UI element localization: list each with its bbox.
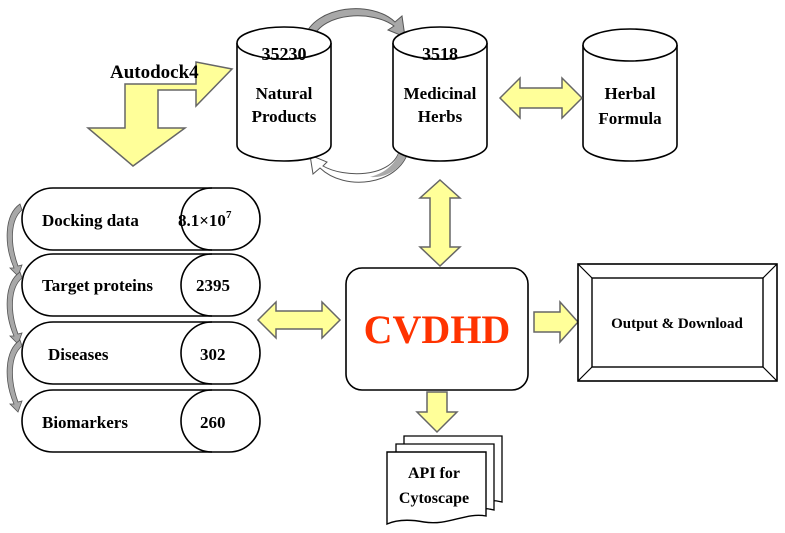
medicinal-herbs-count: 3518: [422, 44, 458, 64]
record-biomarkers-label: Biomarkers: [42, 413, 128, 432]
arrow-herbs-formula: [498, 76, 584, 120]
connector-arrow-2: [6, 271, 23, 345]
autodock-arrow: [85, 61, 234, 167]
record-target-proteins: Target proteins 2395: [21, 253, 261, 317]
cylinder-natural-products: 35230 Natural Products: [236, 26, 332, 162]
cvdhd-box: CVDHD: [345, 267, 529, 391]
autodock-label: Autodock4: [110, 62, 199, 83]
record-diseases-label: Diseases: [48, 345, 109, 364]
connector-arrow-1: [6, 203, 23, 277]
record-biomarkers-count: 260: [200, 413, 226, 432]
cylinder-medicinal-herbs: 3518 Medicinal Herbs: [392, 26, 488, 162]
arrow-cvdhd-api: [415, 391, 459, 434]
record-docking-data-exponent: 7: [226, 209, 232, 221]
connector-arrow-3: [6, 339, 23, 413]
output-download-label: Output & Download: [611, 316, 743, 332]
api-cytoscape-documents: API for Cytoscape: [386, 435, 503, 526]
record-diseases-count: 302: [200, 345, 226, 364]
record-target-proteins-label: Target proteins: [42, 276, 153, 295]
medicinal-herbs-label-line2: Herbs: [418, 107, 463, 126]
api-label-line2: Cytoscape: [399, 490, 469, 507]
record-biomarkers: Biomarkers 260: [21, 389, 261, 453]
arrow-cvdhd-output: [533, 300, 580, 344]
natural-products-label-line2: Products: [252, 107, 317, 126]
record-docking-data: Docking data 8.1×107: [21, 187, 261, 251]
medicinal-herbs-label-line1: Medicinal: [404, 84, 477, 103]
herbal-formula-label-line2: Formula: [598, 109, 662, 128]
natural-products-label-line1: Natural: [256, 84, 313, 103]
herbal-formula-label-line1: Herbal: [605, 84, 656, 103]
record-diseases: Diseases 302: [21, 321, 261, 385]
natural-products-count: 35230: [262, 44, 307, 64]
cylinder-herbal-formula: Herbal Formula: [582, 28, 678, 162]
record-target-proteins-count: 2395: [196, 276, 230, 295]
record-docking-data-label: Docking data: [42, 211, 139, 230]
records-stack: Docking data 8.1×107 Target proteins 239…: [6, 187, 261, 453]
arrow-records-cvdhd: [256, 300, 342, 340]
arrow-herbs-cvdhd: [418, 178, 462, 268]
output-download-box: Output & Download: [577, 263, 778, 382]
record-docking-data-count: 8.1×107: [178, 209, 232, 230]
cvdhd-title: CVDHD: [364, 307, 511, 352]
api-label-line1: API for: [408, 465, 460, 482]
